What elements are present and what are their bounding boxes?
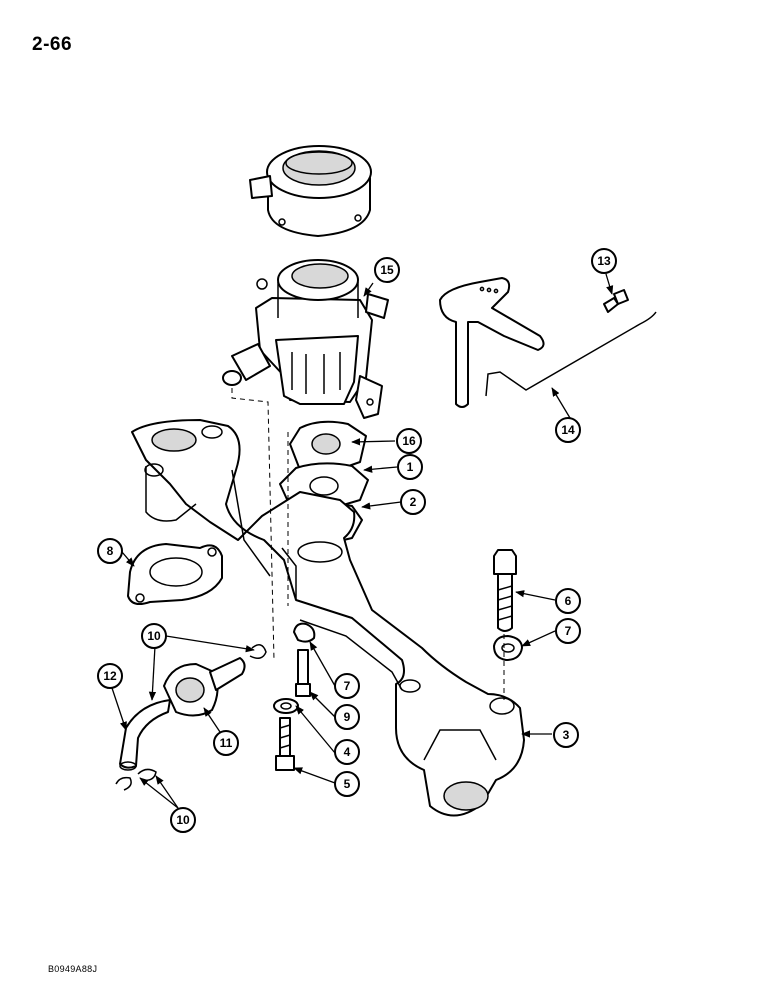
- callout-1: 1: [397, 454, 423, 480]
- intake-manifold: [131, 419, 525, 817]
- callout-2: 2: [400, 489, 426, 515]
- bolt-short: [275, 717, 295, 771]
- callout-8: 8: [97, 538, 123, 564]
- svg-text:2: 2: [410, 495, 417, 509]
- svg-text:4: 4: [344, 745, 351, 759]
- lock-washer-right: [493, 635, 523, 661]
- svg-text:6: 6: [565, 594, 572, 608]
- page-number: 2-66: [32, 34, 73, 55]
- callout-11: 11: [213, 730, 239, 756]
- callout-4: 4: [334, 739, 360, 765]
- exhaust-gasket: [127, 543, 223, 605]
- svg-text:12: 12: [103, 669, 117, 683]
- svg-text:3: 3: [563, 728, 570, 742]
- svg-text:15: 15: [380, 263, 394, 277]
- spacer-plate: [289, 420, 367, 475]
- figure-code: B0949A88J: [48, 964, 98, 974]
- bolt-long: [493, 549, 517, 632]
- screw: [603, 289, 629, 313]
- svg-text:9: 9: [344, 710, 351, 724]
- washer: [273, 698, 299, 714]
- svg-text:1: 1: [407, 460, 414, 474]
- svg-text:13: 13: [597, 254, 611, 268]
- stud: [295, 649, 311, 697]
- throttle-lever: [439, 277, 657, 408]
- pcv-valve: [163, 657, 246, 717]
- callout-16: 16: [396, 428, 422, 454]
- hose: [119, 699, 171, 771]
- svg-text:10: 10: [176, 813, 190, 827]
- callout-9: 9: [334, 704, 360, 730]
- callout-6: 6: [555, 588, 581, 614]
- svg-text:14: 14: [561, 423, 575, 437]
- svg-text:10: 10: [147, 629, 161, 643]
- leader-lines: [111, 273, 614, 809]
- callout-7-right: 7: [555, 618, 581, 644]
- lock-washer-left: [293, 622, 316, 643]
- svg-text:7: 7: [565, 624, 572, 638]
- callout-15: 15: [374, 257, 400, 283]
- svg-text:11: 11: [220, 736, 233, 750]
- svg-text:5: 5: [344, 777, 351, 791]
- carburetor: [222, 259, 389, 419]
- hose-clamp-lower: [115, 768, 157, 791]
- svg-text:8: 8: [107, 544, 114, 558]
- callout-12: 12: [97, 663, 123, 689]
- svg-text:7: 7: [344, 679, 351, 693]
- callout-7-left: 7: [334, 673, 360, 699]
- callout-3: 3: [553, 722, 579, 748]
- callout-14: 14: [555, 417, 581, 443]
- callout-13: 13: [591, 248, 617, 274]
- callout-10-upper: 10: [141, 623, 167, 649]
- callout-5: 5: [334, 771, 360, 797]
- air-cleaner-adapter: [249, 145, 372, 237]
- svg-text:16: 16: [402, 434, 416, 448]
- hose-clamp-upper: [249, 644, 267, 659]
- callout-10-lower: 10: [170, 807, 196, 833]
